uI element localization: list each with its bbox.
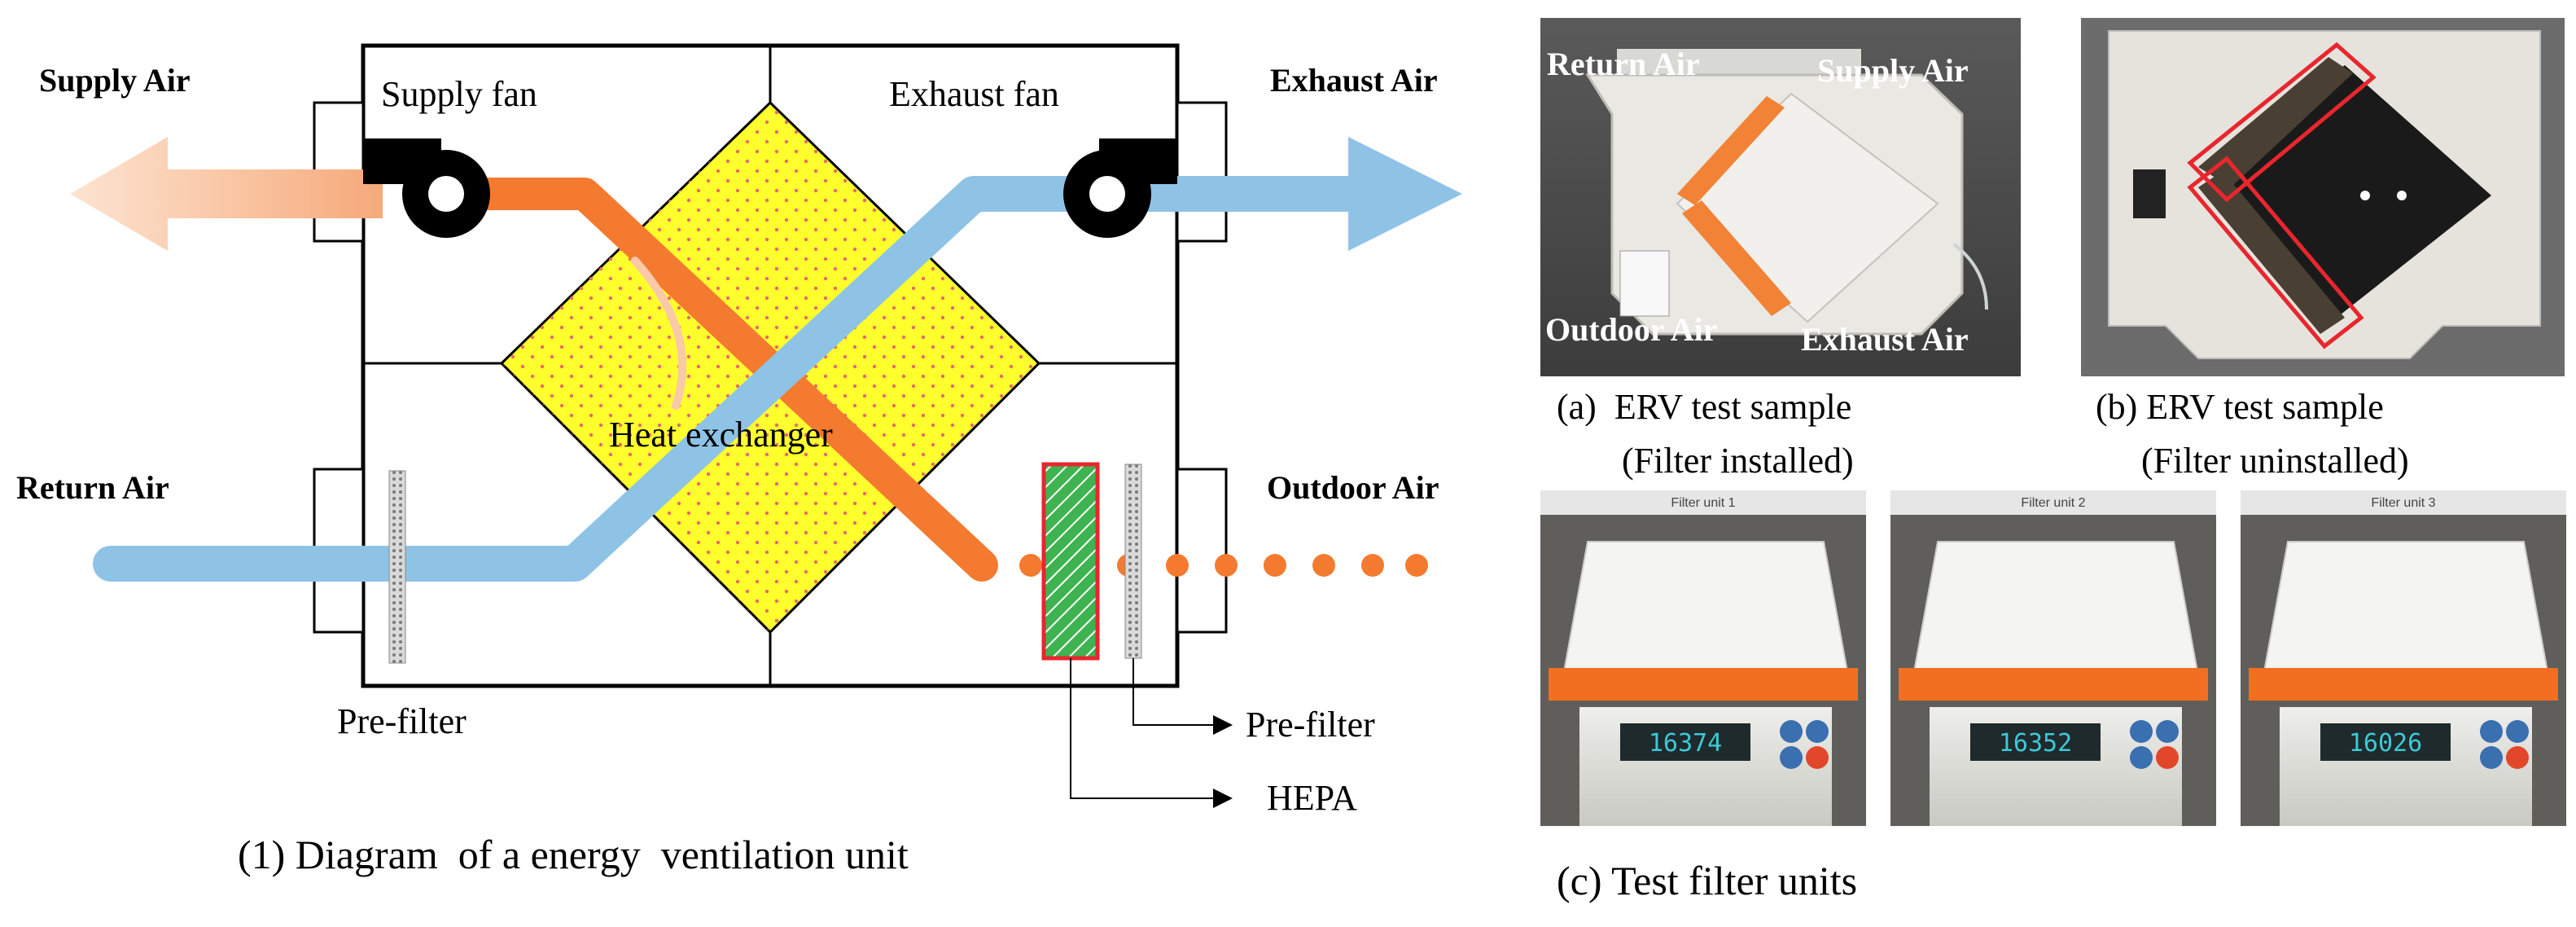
label-pre-filter-right: Pre-filter bbox=[1246, 705, 1375, 745]
caption-a-line2: (Filter installed) bbox=[1622, 441, 1854, 481]
label-pre-filter-left: Pre-filter bbox=[337, 701, 467, 741]
hepa-leader bbox=[1070, 658, 1233, 808]
return-air-path bbox=[93, 176, 1382, 582]
overlay-return-air: Return Air bbox=[1547, 46, 1700, 82]
filter-slot-outline-upper bbox=[2187, 42, 2377, 203]
pre-filter-leader bbox=[1132, 658, 1233, 735]
label-supply-air: Supply Air bbox=[39, 62, 191, 99]
label-exhaust-air: Exhaust Air bbox=[1270, 62, 1438, 99]
filter-slot-outline-lower bbox=[2187, 156, 2364, 349]
exhaust-air-arrow bbox=[1348, 137, 1462, 251]
photo-erv-filter-installed bbox=[1540, 18, 2021, 376]
label-hepa: HEPA bbox=[1267, 778, 1357, 818]
photo-filter-unit-3 bbox=[2241, 490, 2566, 826]
exhaust-fan-icon bbox=[1063, 138, 1177, 238]
pre-filter-right bbox=[1124, 464, 1142, 659]
filter-unit-tab: Filter unit 1 bbox=[1671, 496, 1735, 510]
label-exhaust-fan: Exhaust fan bbox=[889, 74, 1059, 114]
overlay-exhaust-air: Exhaust Air bbox=[1801, 321, 1969, 358]
hepa-filter bbox=[1041, 462, 1100, 661]
caption-a-line1: (a) ERV test sample bbox=[1557, 387, 1851, 427]
overlay-supply-air: Supply Air bbox=[1817, 52, 1969, 89]
pre-filter-left bbox=[388, 470, 406, 664]
label-outdoor-air: Outdoor Air bbox=[1267, 469, 1439, 506]
label-supply-fan: Supply fan bbox=[381, 74, 537, 114]
filter-unit-tab: Filter unit 3 bbox=[2371, 496, 2435, 510]
orange-filter-strip-lower bbox=[1682, 200, 1791, 316]
photo-erv-filter-uninstalled bbox=[2081, 18, 2565, 376]
diagram-caption: (1) Diagram of a energy ventilation unit bbox=[238, 832, 909, 877]
overlay-outdoor-air: Outdoor Air bbox=[1545, 311, 1718, 348]
orange-filter-strip-upper bbox=[1677, 96, 1785, 205]
caption-b-line2: (Filter uninstalled) bbox=[2141, 441, 2409, 481]
scale-reading: 16352 bbox=[1999, 729, 2072, 758]
erv-diagram bbox=[70, 43, 1462, 808]
port-exhaust-air bbox=[1176, 101, 1228, 243]
supply-fan-icon bbox=[363, 138, 490, 238]
filter-units-caption: (c) Test filter units bbox=[1557, 858, 1857, 903]
filter-unit-tab: Filter unit 2 bbox=[2021, 496, 2085, 510]
label-return-air: Return Air bbox=[16, 469, 169, 506]
scale-reading: 16374 bbox=[1649, 729, 1722, 758]
photo-filter-unit-1 bbox=[1540, 490, 1866, 826]
scale-reading: 16026 bbox=[2349, 729, 2422, 758]
caption-b-line1: (b) ERV test sample bbox=[2096, 387, 2384, 427]
port-outdoor-air bbox=[1176, 468, 1228, 634]
label-heat-exchanger: Heat exchanger bbox=[609, 415, 833, 455]
supply-air-arrow bbox=[70, 137, 383, 251]
bypass-curve bbox=[631, 257, 687, 410]
photo-filter-unit-2 bbox=[1890, 490, 2216, 826]
